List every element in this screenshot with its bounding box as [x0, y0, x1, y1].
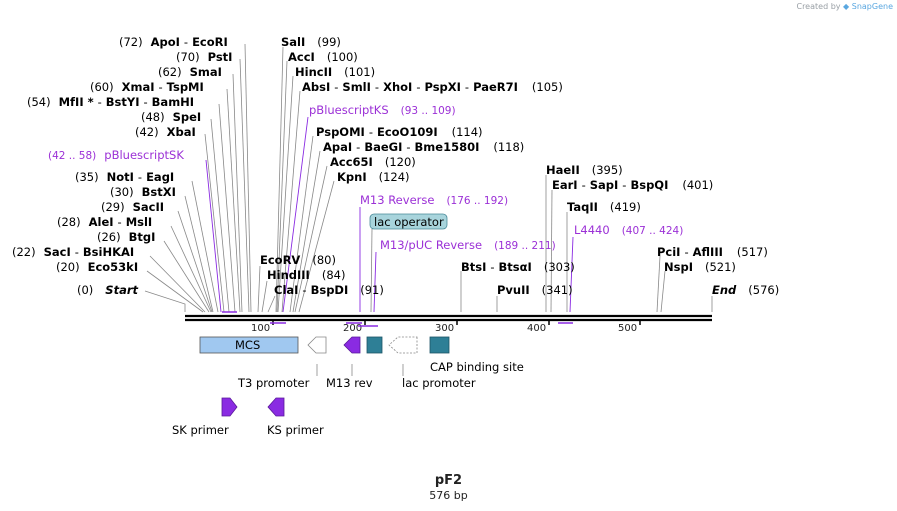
cap-binding-site-feature[interactable]	[429, 336, 450, 354]
site-label-xmai[interactable]: (60)XmaI-TspMI	[90, 80, 204, 94]
primer-label-pbluescriptsk[interactable]: (42 .. 58)pBluescriptSK	[48, 148, 184, 162]
primer-label-l4440[interactable]: L4440(407 .. 424)	[574, 223, 683, 237]
cap-binding-site-label: CAP binding site	[430, 360, 524, 374]
snapgene-credit: Created by ◆ SnapGene	[796, 2, 893, 11]
site-label-nspi[interactable]: NspI(521)	[664, 260, 736, 274]
site-leader-lines	[144, 43, 713, 313]
site-label-kpni[interactable]: KpnI(124)	[337, 170, 410, 184]
restriction-sites: (72)ApoI-EcoRI (70)PstI (62)SmaI (60)Xma…	[12, 35, 779, 297]
site-label-pcii[interactable]: PciI-AflIII(517)	[657, 245, 768, 259]
ks-primer-arrow-icon[interactable]	[267, 397, 285, 417]
site-label-psti[interactable]: (70)PstI	[176, 50, 232, 64]
site-label-acc65i[interactable]: Acc65I(120)	[330, 155, 416, 169]
site-label-smai[interactable]: (62)SmaI	[158, 65, 222, 79]
primer-label-m13-puc-reverse[interactable]: M13/pUC Reverse(189 .. 211)	[380, 238, 556, 252]
t3-promoter-label: T3 promoter	[237, 376, 310, 390]
m13-rev-label: M13 rev	[326, 376, 373, 390]
site-label-start[interactable]: (0)Start	[77, 283, 139, 297]
map-title: pF2	[434, 473, 463, 488]
site-label-pvuii[interactable]: PvuII(341)	[497, 283, 573, 297]
site-label-hindiii[interactable]: HindIII(84)	[267, 268, 345, 282]
site-label-hincii[interactable]: HincII(101)	[295, 65, 375, 79]
site-label-apai[interactable]: ApaI-BaeGI-Bme1580I(118)	[323, 140, 524, 154]
credit-brand: SnapGene	[851, 2, 893, 11]
site-label-btsi[interactable]: BtsI-BtsαI(303)	[461, 260, 575, 274]
site-label-absi[interactable]: AbsI-SmlI-XhoI-PspXI-PaeR7I(105)	[302, 80, 563, 94]
site-label-taqii[interactable]: TaqII(419)	[567, 200, 641, 214]
lac-operator-feature[interactable]	[366, 336, 383, 354]
primer-labels: pBluescriptKS(93 .. 109) (42 .. 58)pBlue…	[48, 103, 683, 252]
credit-prefix: Created by	[796, 2, 841, 11]
site-label-apoi[interactable]: (72)ApoI-EcoRI	[119, 35, 228, 49]
site-label-bstxi[interactable]: (30)BstXI	[110, 185, 176, 199]
ruler-label: 400	[527, 323, 546, 334]
dna-backbone	[185, 314, 712, 322]
site-label-ecorv[interactable]: EcoRV(80)	[260, 253, 336, 267]
sk-primer-arrow-icon[interactable]	[221, 397, 238, 417]
site-label-acci[interactable]: AccI(100)	[288, 50, 358, 64]
ruler: 100 200 300 400 500	[251, 320, 641, 334]
site-label-sali[interactable]: SalI(99)	[281, 35, 341, 49]
site-label-alei[interactable]: (28)AleI-MslI	[57, 215, 152, 229]
primer-label-m13-reverse[interactable]: M13 Reverse(176 .. 192)	[360, 193, 508, 207]
primer-binding-bars	[222, 311, 573, 327]
site-label-haeii[interactable]: HaeII(395)	[546, 163, 623, 177]
lac-operator-box[interactable]: lac operator	[369, 213, 448, 313]
site-label-pspomi[interactable]: PspOMI-EcoO109I(114)	[316, 125, 483, 139]
t3-promoter-arrow-icon[interactable]	[307, 336, 327, 354]
primer-leader-lines	[205, 116, 574, 313]
ruler-label: 200	[343, 323, 362, 334]
site-label-end[interactable]: End(576)	[712, 283, 779, 297]
ruler-label: 500	[618, 323, 637, 334]
mcs-label: MCS	[235, 338, 260, 352]
feature-track: MCS T3 promoter M13 rev lac promoter CAP…	[172, 336, 524, 437]
site-label-spei[interactable]: (48)SpeI	[141, 110, 201, 124]
site-label-sacii[interactable]: (29)SacII	[101, 200, 164, 214]
map-size: 576 bp	[429, 489, 468, 502]
mcs-feature[interactable]	[199, 336, 299, 354]
lac-promoter-label: lac promoter	[402, 376, 476, 390]
sk-primer-label: SK primer	[172, 423, 229, 437]
site-label-noti[interactable]: (35)NotI-EagI	[75, 170, 174, 184]
ruler-label: 300	[435, 323, 454, 334]
m13-rev-arrow-icon[interactable]	[343, 336, 361, 354]
site-label-eco53ki[interactable]: (20)Eco53kI	[56, 260, 138, 274]
snapgene-logo-icon: ◆	[843, 2, 850, 11]
site-label-mfii[interactable]: (54)MfII *-BstYI-BamHI	[27, 95, 194, 109]
ruler-label: 100	[251, 323, 270, 334]
ks-primer-label: KS primer	[267, 423, 324, 437]
site-label-clai[interactable]: ClaI-BspDI(91)	[274, 283, 384, 297]
primer-label-pbluescriptks[interactable]: pBluescriptKS(93 .. 109)	[309, 103, 456, 117]
lac-promoter-arrow-icon[interactable]	[388, 336, 418, 354]
site-label-xbai[interactable]: (42)XbaI	[135, 125, 196, 139]
lac-operator-label: lac operator	[374, 215, 444, 229]
site-label-eari[interactable]: EarI-SapI-BspQI(401)	[552, 178, 713, 192]
site-label-btgi[interactable]: (26)BtgI	[97, 230, 155, 244]
site-label-saci[interactable]: (22)SacI-BsiHKAI	[12, 245, 134, 259]
